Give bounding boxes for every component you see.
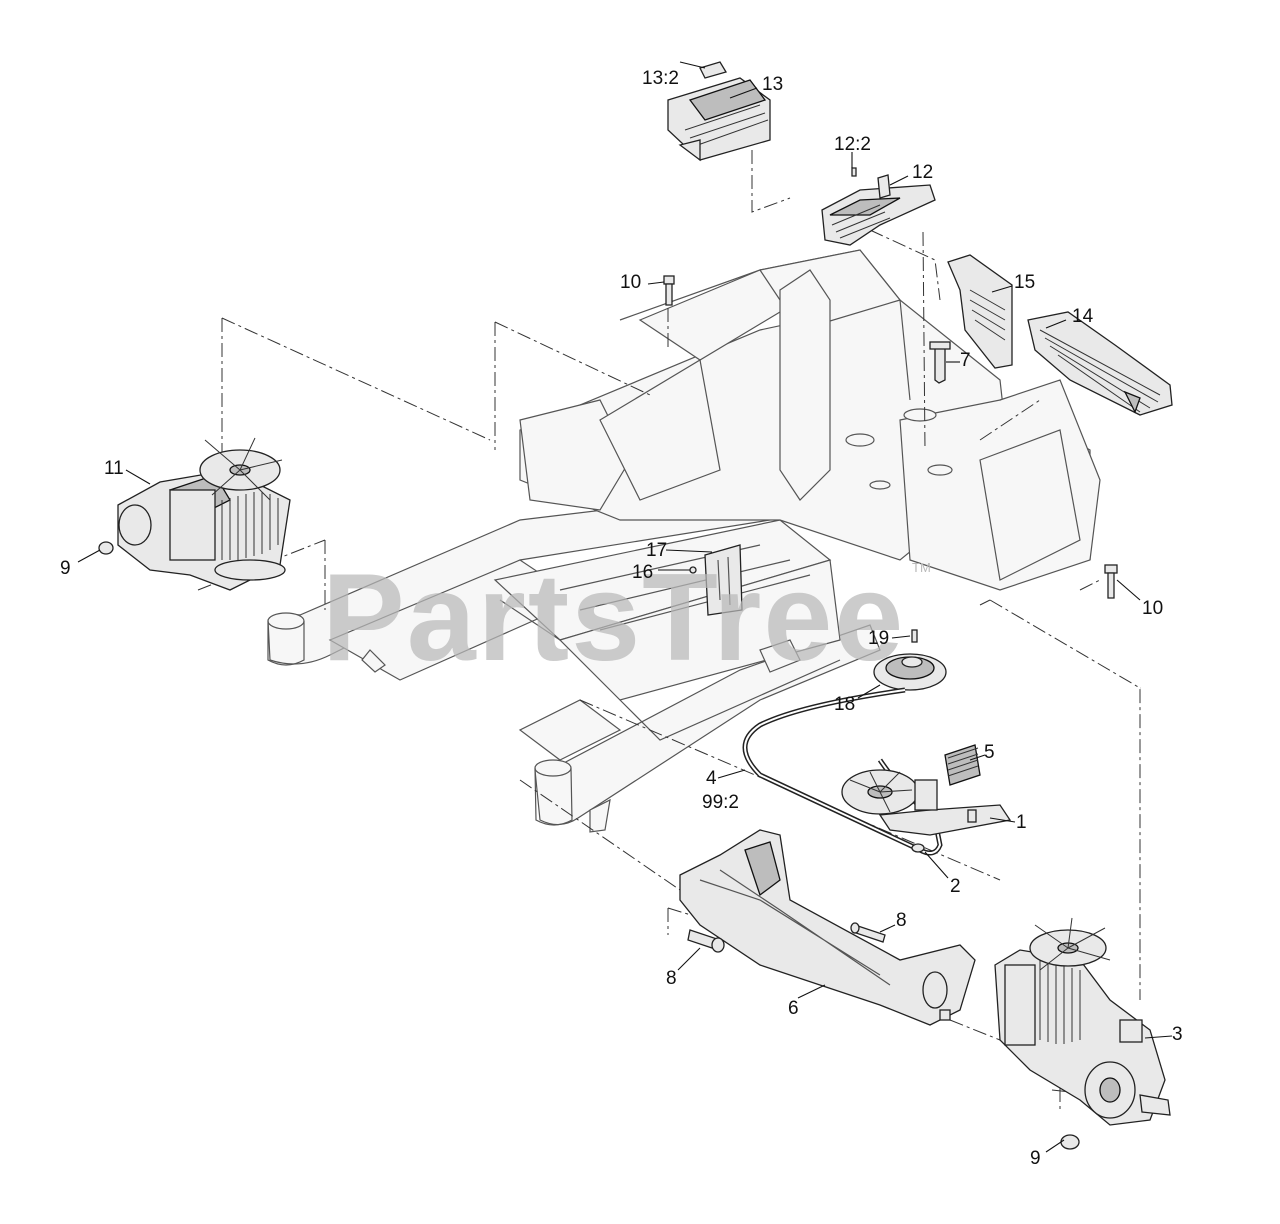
- callout-labels: 13:2 13 12:2 12 10 15 14 7 11 9 17 16 10…: [60, 68, 1183, 1169]
- part-9-nut-left: [98, 541, 114, 555]
- label-15: 15: [1014, 272, 1035, 293]
- label-4: 4: [706, 768, 717, 789]
- label-17: 17: [646, 540, 667, 561]
- watermark-tm: TM: [912, 560, 931, 575]
- part-15-bracket: [947, 254, 1013, 369]
- label-7: 7: [960, 350, 971, 371]
- label-9-right: 9: [1030, 1148, 1041, 1169]
- part-8-pin-left: [687, 929, 725, 953]
- part-3-right-transaxle: [994, 917, 1171, 1126]
- part-16-17-plate: [689, 544, 743, 616]
- partstree-watermark: PartsTree TM: [322, 549, 931, 687]
- label-19: 19: [868, 628, 889, 649]
- part-2-washer: [911, 843, 925, 853]
- part-19-key: [911, 629, 918, 643]
- watermark-text: PartsTree: [322, 549, 905, 687]
- label-5: 5: [984, 742, 995, 763]
- part-18-pulley: [873, 653, 947, 691]
- label-8-left: 8: [666, 968, 677, 989]
- part-14-shield: [1027, 311, 1173, 416]
- label-10-upper: 10: [620, 272, 641, 293]
- label-99-2: 99:2: [702, 792, 739, 813]
- label-16: 16: [632, 562, 653, 583]
- part-11-left-transaxle: [117, 437, 291, 591]
- label-3: 3: [1172, 1024, 1183, 1045]
- label-14: 14: [1072, 306, 1094, 327]
- label-8-right: 8: [896, 910, 907, 931]
- part-5-spring: [944, 744, 981, 786]
- part-10-bolt-upper: [663, 275, 675, 306]
- label-1: 1: [1016, 812, 1027, 833]
- part-13-shield: [667, 61, 771, 162]
- part-10-bolt-lower: [1104, 564, 1118, 599]
- label-11: 11: [104, 458, 124, 479]
- main-chassis-frame: [267, 249, 1101, 833]
- label-2: 2: [950, 876, 961, 897]
- part-12-shield: [821, 167, 936, 246]
- label-13: 13: [762, 74, 783, 95]
- label-13-2: 13:2: [642, 68, 679, 89]
- part-1-idler-assembly: [841, 769, 1012, 836]
- callout-leaders: [77, 61, 1173, 1153]
- label-10-lower: 10: [1142, 598, 1163, 619]
- part-8-pin-right: [850, 922, 886, 943]
- part-6-mount-bracket: [679, 829, 976, 1026]
- label-12-2: 12:2: [834, 134, 871, 155]
- label-12: 12: [912, 162, 933, 183]
- part-7-pin: [929, 341, 951, 384]
- label-9-left: 9: [60, 558, 71, 579]
- label-18: 18: [834, 694, 855, 715]
- part-9-nut-right: [1060, 1134, 1080, 1150]
- label-6: 6: [788, 998, 799, 1019]
